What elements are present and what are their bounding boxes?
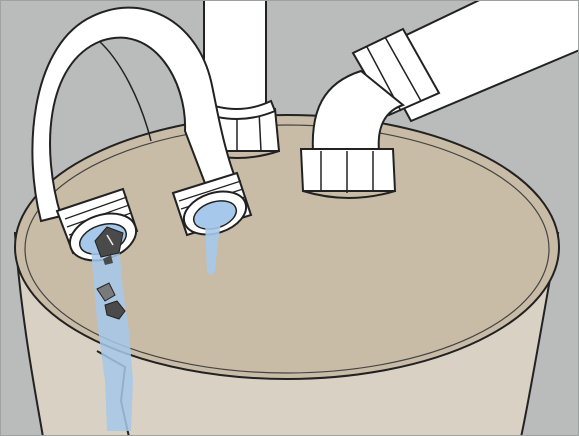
illustration-frame bbox=[0, 0, 579, 436]
sump-basin-illustration bbox=[1, 1, 579, 436]
